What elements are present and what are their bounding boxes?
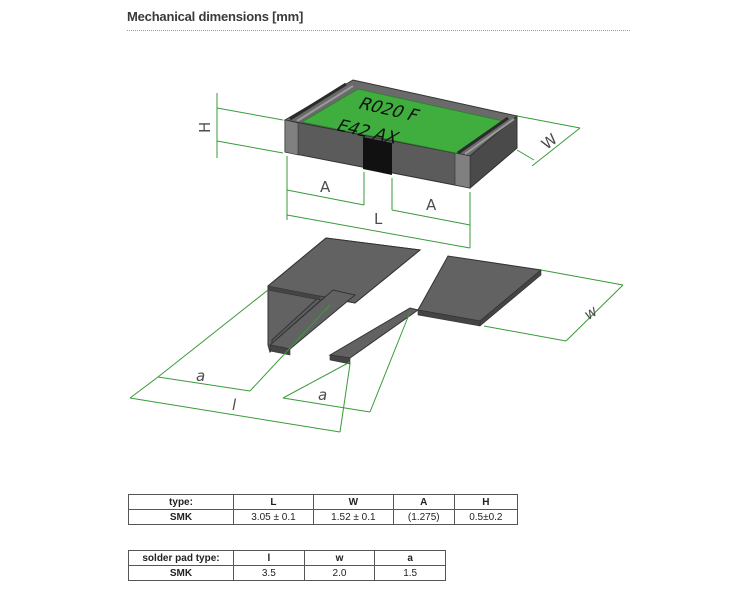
table-cell: 0.5±0.2 <box>453 509 519 525</box>
table-cell: (1.275) <box>392 509 455 525</box>
header-cell: l <box>233 550 305 566</box>
dim-label-A-right: A <box>426 196 437 214</box>
dim-label-a-right: a <box>318 386 327 404</box>
table-cell: 3.5 <box>233 565 305 581</box>
dim-label-W: W <box>538 130 561 153</box>
resistor-body: R020 F E42 AX <box>283 79 519 190</box>
header-cell: w <box>303 550 376 566</box>
table-row: SMK 3.5 2.0 1.5 <box>128 565 446 581</box>
center-slot <box>363 137 392 175</box>
header-cell: solder pad type: <box>128 550 234 566</box>
table-cell: SMK <box>128 509 234 525</box>
header-cell: a <box>374 550 446 566</box>
heading-divider <box>127 30 630 31</box>
header-cell: A <box>392 494 455 510</box>
dim-label-w: w <box>580 301 601 323</box>
header-cell: H <box>453 494 519 510</box>
dim-label-a-left: a <box>196 367 205 385</box>
header-cell: type: <box>128 494 234 510</box>
table-cell: 2.0 <box>303 565 376 581</box>
header-cell: W <box>312 494 394 510</box>
body-dimensions <box>216 93 581 249</box>
dim-label-L: L <box>374 210 383 228</box>
pad-dimensions <box>129 269 624 433</box>
solder-pad-left <box>267 237 422 356</box>
dim-label-l: l <box>232 396 237 414</box>
mechanical-drawing: R020 F E42 AX H W A A L <box>129 79 624 433</box>
table-cell: 3.05 ± 0.1 <box>233 509 314 525</box>
header-cell: L <box>233 494 314 510</box>
table-cell: 1.5 <box>374 565 446 581</box>
dimensions-table: type: L W A H SMK 3.05 ± 0.1 1.52 ± 0.1 … <box>128 494 519 525</box>
solder-pad-table: solder pad type: l w a SMK 3.5 2.0 1.5 <box>128 550 446 581</box>
table-row: SMK 3.05 ± 0.1 1.52 ± 0.1 (1.275) 0.5±0.… <box>128 509 519 525</box>
section-heading: Mechanical dimensions [mm] <box>127 9 304 24</box>
table-cell: SMK <box>128 565 234 581</box>
dim-label-H: H <box>196 122 214 133</box>
dim-label-A-left: A <box>320 178 331 196</box>
table-cell: 1.52 ± 0.1 <box>312 509 394 525</box>
table-header-row: solder pad type: l w a <box>128 550 446 566</box>
table-header-row: type: L W A H <box>128 494 519 510</box>
